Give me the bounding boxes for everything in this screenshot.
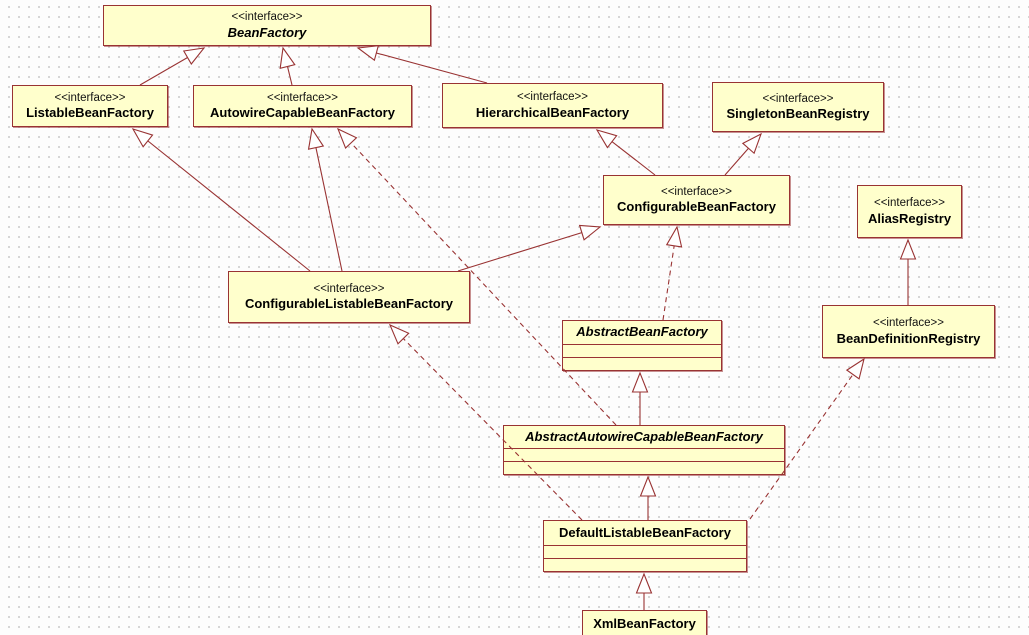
stereotype-label: <<interface>>	[661, 185, 732, 198]
class-name-label: ConfigurableListableBeanFactory	[244, 296, 454, 312]
edge-ListableBeanFactory-to-BeanFactory	[139, 47, 206, 86]
class-node-AliasRegistry[interactable]: <<interface>>AliasRegistry	[857, 185, 962, 238]
class-title-area: AbstractAutowireCapableBeanFactory	[504, 426, 784, 448]
class-node-XmlBeanFactory[interactable]: XmlBeanFactory	[582, 610, 707, 635]
class-name-label: AutowireCapableBeanFactory	[210, 105, 395, 121]
class-node-BeanDefinitionRegistry[interactable]: <<interface>>BeanDefinitionRegistry	[822, 305, 995, 358]
class-title-area: <<interface>>ConfigurableListableBeanFac…	[229, 272, 469, 322]
class-name-label: ConfigurableBeanFactory	[617, 199, 776, 215]
class-node-AbstractBeanFactory[interactable]: AbstractBeanFactory	[562, 320, 722, 371]
stereotype-label: <<interface>>	[54, 91, 126, 104]
operations-compartment	[563, 357, 721, 370]
edge-DefaultListableBeanFactory-to-ConfigurableListableBeanFactory	[388, 323, 583, 521]
class-node-AutowireCapableBeanFactory[interactable]: <<interface>>AutowireCapableBeanFactory	[193, 85, 412, 127]
class-title-area: <<interface>>SingletonBeanRegistry	[713, 83, 883, 131]
class-name-label: SingletonBeanRegistry	[726, 106, 870, 122]
class-title-area: <<interface>>ListableBeanFactory	[13, 86, 167, 126]
stereotype-label: <<interface>>	[313, 282, 385, 295]
edge-HierarchicalBeanFactory-to-BeanFactory	[356, 45, 488, 84]
class-node-SingletonBeanRegistry[interactable]: <<interface>>SingletonBeanRegistry	[712, 82, 884, 132]
class-name-label: BeanDefinitionRegistry	[836, 330, 981, 346]
stereotype-label: <<interface>>	[873, 317, 944, 330]
class-node-HierarchicalBeanFactory[interactable]: <<interface>>HierarchicalBeanFactory	[442, 83, 663, 128]
class-node-ConfigurableListableBeanFactory[interactable]: <<interface>>ConfigurableListableBeanFac…	[228, 271, 470, 323]
class-title-area: <<interface>>HierarchicalBeanFactory	[443, 84, 662, 127]
class-title-area: <<interface>>BeanDefinitionRegistry	[823, 306, 994, 357]
class-name-label: AbstractAutowireCapableBeanFactory	[525, 428, 763, 444]
class-name-label: AbstractBeanFactory	[576, 324, 708, 340]
class-name-label: XmlBeanFactory	[593, 615, 696, 631]
attributes-compartment	[504, 448, 784, 461]
class-name-label: AliasRegistry	[867, 210, 952, 226]
stereotype-label: <<interface>>	[231, 11, 303, 24]
attributes-compartment	[563, 344, 721, 357]
class-title-area: XmlBeanFactory	[583, 611, 706, 635]
stereotype-label: <<interface>>	[267, 91, 338, 104]
class-name-label: BeanFactory	[227, 24, 307, 40]
class-name-label: DefaultListableBeanFactory	[559, 524, 731, 540]
edge-ConfigurableListableBeanFactory-to-AutowireCapableBeanFactory	[307, 127, 343, 272]
edge-ConfigurableBeanFactory-to-HierarchicalBeanFactory	[595, 129, 656, 176]
class-title-area: <<interface>>AliasRegistry	[858, 186, 961, 237]
class-title-area: DefaultListableBeanFactory	[544, 521, 746, 545]
class-name-label: HierarchicalBeanFactory	[475, 104, 630, 120]
class-title-area: AbstractBeanFactory	[563, 321, 721, 344]
edge-ConfigurableBeanFactory-to-SingletonBeanRegistry	[724, 132, 762, 176]
class-node-AbstractAutowireCapableBeanFactory[interactable]: AbstractAutowireCapableBeanFactory	[503, 425, 785, 475]
class-title-area: <<interface>>AutowireCapableBeanFactory	[194, 86, 411, 126]
edge-AbstractBeanFactory-to-ConfigurableBeanFactory	[662, 225, 683, 321]
edge-ConfigurableListableBeanFactory-to-ConfigurableBeanFactory	[457, 224, 602, 272]
stereotype-label: <<interface>>	[517, 91, 588, 104]
class-name-label: ListableBeanFactory	[26, 105, 154, 121]
attributes-compartment	[544, 545, 746, 558]
class-title-area: <<interface>>ConfigurableBeanFactory	[604, 176, 789, 224]
class-node-BeanFactory[interactable]: <<interface>>BeanFactory	[103, 5, 431, 46]
class-node-ListableBeanFactory[interactable]: <<interface>>ListableBeanFactory	[12, 85, 168, 127]
operations-compartment	[504, 461, 784, 474]
class-title-area: <<interface>>BeanFactory	[104, 6, 430, 45]
class-node-ConfigurableBeanFactory[interactable]: <<interface>>ConfigurableBeanFactory	[603, 175, 790, 225]
edge-ConfigurableListableBeanFactory-to-ListableBeanFactory	[131, 128, 311, 272]
operations-compartment	[544, 558, 746, 571]
edge-AutowireCapableBeanFactory-to-BeanFactory	[279, 46, 296, 86]
stereotype-label: <<interface>>	[762, 92, 834, 105]
class-node-DefaultListableBeanFactory[interactable]: DefaultListableBeanFactory	[543, 520, 747, 572]
stereotype-label: <<interface>>	[874, 197, 945, 210]
